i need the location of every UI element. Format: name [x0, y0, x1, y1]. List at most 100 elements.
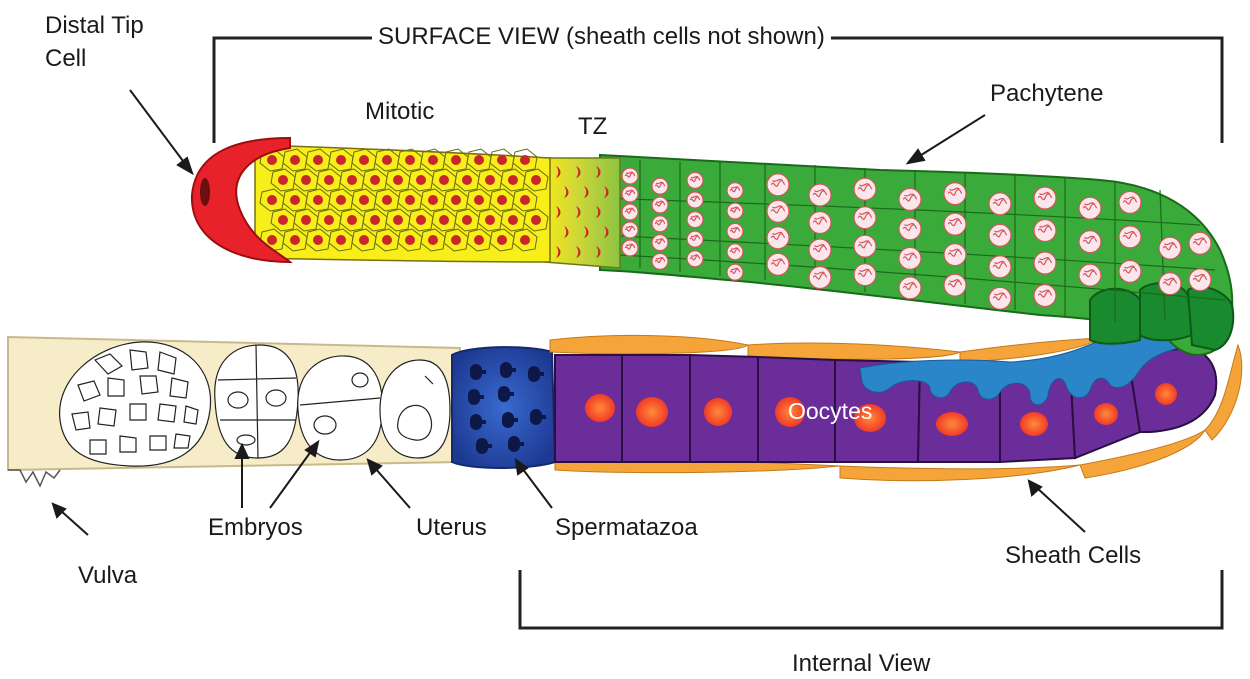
- pachytene-nucleus: [767, 253, 789, 275]
- mitotic-nucleus: [336, 195, 346, 205]
- mitotic-nucleus: [451, 155, 461, 165]
- mitotic-nucleus: [405, 155, 415, 165]
- arrow-vulva: [60, 510, 88, 535]
- pachytene-dark-cells: [1090, 283, 1233, 350]
- pachytene-nucleus: [854, 178, 876, 200]
- mitotic-nucleus: [508, 215, 518, 225]
- mitotic-nucleus: [324, 175, 334, 185]
- pachytene-nucleus: [687, 192, 703, 208]
- mitotic-nucleus: [267, 235, 277, 245]
- pachytene-nucleus: [899, 247, 921, 269]
- vulva-label: Vulva: [78, 562, 137, 590]
- mitotic-nucleus: [416, 215, 426, 225]
- spermatazoa-label: Spermatazoa: [555, 514, 698, 542]
- mitotic-nucleus: [439, 175, 449, 185]
- pachytene-nucleus: [854, 207, 876, 229]
- pachytene-nucleus: [767, 174, 789, 196]
- distal-tip-label-line2: Cell: [45, 45, 86, 73]
- mitotic-nucleus: [370, 175, 380, 185]
- distal-tip-label-line1: Distal Tip: [45, 12, 144, 40]
- mitotic-nucleus: [336, 235, 346, 245]
- arrow-spermatazoa: [522, 468, 552, 508]
- pachytene-nucleus: [854, 235, 876, 257]
- mitotic-nucleus: [405, 195, 415, 205]
- mitotic-nucleus: [520, 235, 530, 245]
- mitotic-nucleus: [382, 195, 392, 205]
- mitotic-nucleus: [382, 235, 392, 245]
- pachytene-nucleus: [622, 186, 638, 202]
- pachytene-nucleus: [1079, 197, 1101, 219]
- pachytene-nucleus: [989, 224, 1011, 246]
- tz-label: TZ: [578, 113, 607, 141]
- mitotic-nucleus: [393, 215, 403, 225]
- mitotic-nucleus: [428, 235, 438, 245]
- pachytene-nucleus: [622, 222, 638, 238]
- mitotic-nucleus: [451, 235, 461, 245]
- mitotic-nucleus: [267, 195, 277, 205]
- mitotic-nucleus: [485, 215, 495, 225]
- pachytene-nucleus: [1079, 231, 1101, 253]
- sheath-cells-label: Sheath Cells: [1005, 542, 1141, 570]
- mitotic-nucleus: [370, 215, 380, 225]
- mitotic-nucleus: [520, 155, 530, 165]
- pachytene-nucleus: [622, 240, 638, 256]
- pachytene-nucleus: [1119, 191, 1141, 213]
- pachytene-nucleus: [1189, 232, 1211, 254]
- pachytene-nucleus: [809, 267, 831, 289]
- pachytene-nucleus: [727, 203, 743, 219]
- embryo-3: [298, 356, 383, 460]
- pachytene-nucleus: [622, 168, 638, 184]
- mitotic-nucleus: [462, 175, 472, 185]
- pachytene-nucleus: [944, 183, 966, 205]
- embryos-label: Embryos: [208, 514, 303, 542]
- mitotic-nucleus: [359, 155, 369, 165]
- mitotic-nucleus: [313, 235, 323, 245]
- pachytene-nucleus: [1034, 187, 1056, 209]
- mitotic-nucleus: [359, 195, 369, 205]
- arrow-pachytene: [918, 115, 985, 157]
- spermatheca: [452, 347, 555, 468]
- pachytene-nucleus: [989, 287, 1011, 309]
- mitotic-nucleus: [324, 215, 334, 225]
- vulva-opening: [8, 470, 60, 486]
- arrow-sheath-cells: [1036, 487, 1085, 532]
- mitotic-nucleus: [497, 155, 507, 165]
- pachytene-nucleus: [1189, 269, 1211, 291]
- pachytene-nucleus: [727, 183, 743, 199]
- pachytene-nucleus: [944, 274, 966, 296]
- mitotic-nucleus: [474, 235, 484, 245]
- pachytene-nucleus: [1034, 252, 1056, 274]
- pachytene-nucleus: [944, 213, 966, 235]
- pachytene-nucleus: [652, 197, 668, 213]
- mitotic-nucleus: [485, 175, 495, 185]
- pachytene-nucleus: [899, 218, 921, 240]
- embryo-4: [380, 360, 450, 458]
- mitotic-nucleus: [267, 155, 277, 165]
- mitotic-nucleus: [531, 175, 541, 185]
- mitotic-nucleus: [428, 195, 438, 205]
- pachytene-nucleus: [1119, 226, 1141, 248]
- pachytene-nucleus: [809, 239, 831, 261]
- pachytene-nucleus: [687, 172, 703, 188]
- mitotic-nucleus: [278, 175, 288, 185]
- mitotic-label: Mitotic: [365, 98, 434, 126]
- pachytene-nucleus: [1034, 220, 1056, 242]
- pachytene-nucleus: [687, 212, 703, 228]
- arrow-distal-tip: [130, 90, 186, 165]
- mitotic-nucleus: [428, 155, 438, 165]
- embryo-2: [215, 345, 298, 458]
- mitotic-nucleus: [278, 215, 288, 225]
- mitotic-nucleus: [497, 195, 507, 205]
- arrow-uterus: [375, 468, 410, 508]
- surface-view-title: SURFACE VIEW (sheath cells not shown): [372, 23, 831, 51]
- mitotic-nucleus: [439, 215, 449, 225]
- mitotic-nucleus: [359, 235, 369, 245]
- pachytene-nucleus: [989, 256, 1011, 278]
- pachytene-nucleus: [652, 216, 668, 232]
- mitotic-nucleus: [347, 175, 357, 185]
- pachytene-nucleus: [899, 277, 921, 299]
- mitotic-nucleus: [531, 215, 541, 225]
- pachytene-nucleus: [944, 244, 966, 266]
- pachytene-nucleus: [687, 251, 703, 267]
- pachytene-nucleus: [1079, 264, 1101, 286]
